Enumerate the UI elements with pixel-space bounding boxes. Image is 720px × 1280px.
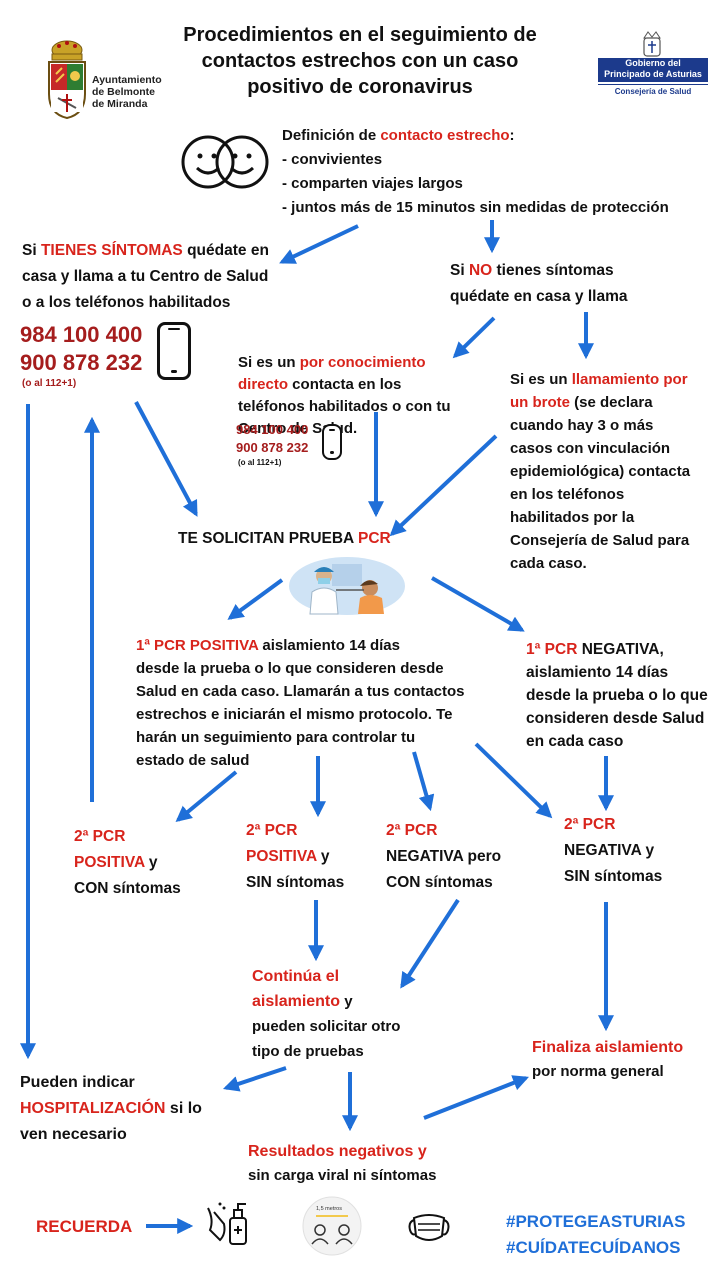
- page-title: Procedimientos en el seguimiento de cont…: [183, 24, 537, 98]
- arrow-results-to-finish: [423, 1075, 529, 1120]
- face-mask-icon: [408, 1214, 450, 1241]
- pcr2-negative-with-symptoms: 2ª PCR NEGATIVA pero CON síntomas: [386, 822, 502, 891]
- definition-item: - comparten viajes largos: [282, 175, 463, 192]
- arrow-2c-to-continue: [400, 898, 460, 989]
- hashtag-cuidatecuidanos: #CUÍDATECUÍDANOS: [506, 1238, 681, 1257]
- arrow-phone-to-pcr: [134, 401, 198, 517]
- remember-label: RECUERDA: [36, 1217, 133, 1236]
- arrow-positive-to-2d: [474, 742, 553, 819]
- arrow-outbreak-to-pcr: [389, 434, 498, 537]
- arrow-positive-to-2a: [175, 770, 238, 823]
- asturias-crown-icon: [643, 31, 661, 57]
- finish-isolation-block: Finaliza aislamiento por norma general: [532, 1039, 684, 1080]
- two-faces-icon: [181, 135, 269, 189]
- definition-item: - juntos más de 15 minutos sin medidas d…: [282, 199, 669, 216]
- pcr2-negative-no-symptoms: 2ª PCR NEGATIVA y SIN síntomas: [564, 816, 663, 885]
- continue-isolation-block: Continúa el aislamiento y pueden solicit…: [252, 968, 401, 1060]
- definition-item: - convivientes: [282, 151, 383, 168]
- phone-icon: [157, 322, 191, 380]
- belmonte-logo-text: Ayuntamiento de Belmonte de Miranda: [92, 74, 162, 110]
- asturias-logo-subtitle: Consejería de Salud: [598, 84, 708, 96]
- arrow-def-to-symptoms: [279, 224, 359, 264]
- arrow-pcr-to-negative: [430, 576, 525, 632]
- hospitalization-block: Pueden indicar HOSPITALIZACIÓN si lo ven…: [20, 1074, 202, 1143]
- phone-number-1: 984 100 400: [20, 322, 143, 347]
- social-distance-icon: [302, 1196, 362, 1256]
- hashtag-protegeasturias: #PROTEGEASTURIAS: [506, 1212, 686, 1231]
- pcr1-positive-block: 1ª PCR POSITIVA aislamiento 14 días desd…: [136, 637, 465, 769]
- distance-label: 1,5 metros: [316, 1206, 342, 1212]
- arrow-no-to-direct: [452, 316, 496, 359]
- outbreak-block: Si es un llamamiento por un brote (se de…: [510, 371, 691, 572]
- no-symptoms-block: Si NO tienes síntomas quédate en casa y …: [450, 262, 628, 305]
- definition-block: Definición de contacto estrecho: - convi…: [282, 124, 669, 220]
- arrow-pcr-to-positive: [227, 578, 284, 620]
- phone-number-2: 900 878 232: [20, 350, 143, 375]
- direct-phone-1: 984 100 400: [236, 422, 309, 437]
- asturias-logo: Gobierno del Principado de Asturias: [598, 58, 708, 82]
- pcr-request: TE SOLICITAN PRUEBA PCR: [178, 530, 391, 547]
- direct-contact-block: Si es un por conocimiento directo contac…: [238, 354, 451, 437]
- hand-sanitizer-icon: [207, 1202, 247, 1245]
- arrow-continue-to-hospital: [222, 1066, 287, 1092]
- pcr2-positive-with-symptoms: 2ª PCR POSITIVA y CON síntomas: [74, 828, 181, 897]
- negative-results-block: Resultados negativos y sin carga viral n…: [248, 1143, 437, 1184]
- symptoms-block: Si TIENES SÍNTOMAS quédate en casa y lla…: [22, 242, 269, 311]
- belmonte-coat-of-arms-icon: [48, 40, 86, 120]
- direct-phone-note: (o al 112+1): [238, 458, 282, 467]
- direct-phone-2: 900 878 232: [236, 440, 309, 455]
- pcr-test-illustration: [289, 557, 405, 615]
- phone-note: (o al 112+1): [22, 378, 77, 389]
- pcr1-negative-block: 1ª PCR NEGATIVA, aislamiento 14 días des…: [526, 641, 708, 750]
- pcr2-positive-no-symptoms: 2ª PCR POSITIVA y SIN síntomas: [246, 822, 345, 891]
- direct-phone-icon: [322, 424, 342, 460]
